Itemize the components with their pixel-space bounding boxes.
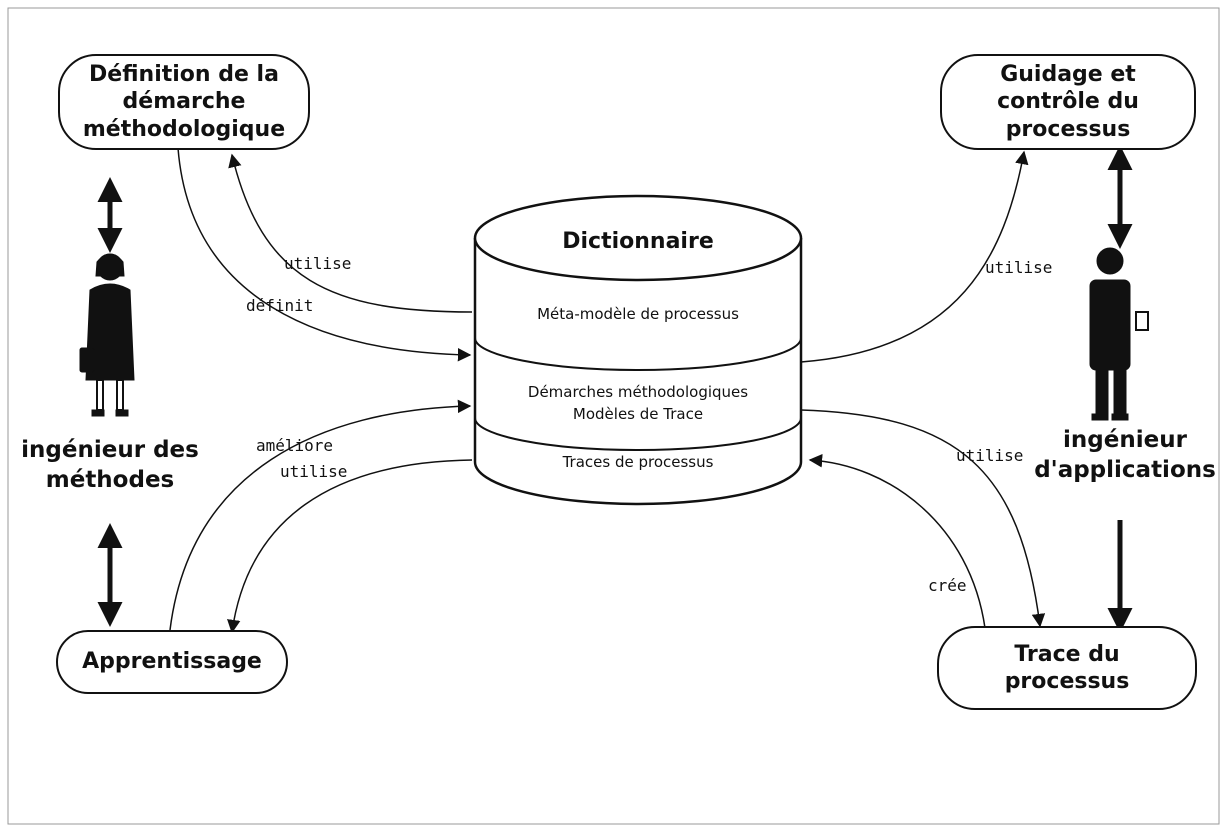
guidage-node-line: processus xyxy=(1005,116,1131,142)
definit-arrow xyxy=(177,147,472,362)
dictionary-title: Dictionnaire xyxy=(562,229,714,254)
dictionary-section-demarches-line: Démarches méthodologiques xyxy=(527,383,749,401)
utilise-meta-to-guidage-arrow xyxy=(800,150,1029,363)
dictionary-section-demarches-line: Modèles de Trace xyxy=(572,404,704,423)
utilise-traces-to-apprentissage-arrow xyxy=(227,459,473,634)
utilise-meta-to-definition-arrow xyxy=(228,153,473,313)
guidage-node: Guidage et contrôle du processus xyxy=(940,54,1196,150)
methods-engineer-label: ingénieur des méthodes xyxy=(10,436,210,496)
dictionary-section-traces: Traces de processus xyxy=(562,453,714,471)
ameliore-arrow xyxy=(169,399,472,631)
guidage-node-line: contrôle du xyxy=(997,89,1139,115)
methods-engineer-label-line: ingénieur des xyxy=(21,437,199,463)
edge-label-definit: définit xyxy=(246,296,314,315)
edge-label-utilise: utilise xyxy=(956,446,1024,465)
app-engineer-label: ingénieur d'applications xyxy=(1032,426,1218,486)
dictionary-cylinder xyxy=(473,194,803,506)
apprentissage-node: Apprentissage xyxy=(56,630,288,694)
trace-node-line: Trace du xyxy=(1014,641,1120,667)
dictionary-divider xyxy=(474,417,802,451)
app-engineer-figure xyxy=(1089,247,1149,421)
definition-node-line: méthodologique xyxy=(82,116,286,142)
edge-label-ameliore: améliore xyxy=(256,436,334,455)
edge-label-utilise: utilise xyxy=(284,254,352,273)
methods-engineer-figure xyxy=(79,253,135,417)
trace-node: Trace du processus xyxy=(937,626,1197,710)
definition-node-line: Définition de la xyxy=(89,61,279,87)
trace-node-line: processus xyxy=(1004,669,1130,694)
dictionary-divider xyxy=(474,337,802,371)
apprentissage-node-line: Apprentissage xyxy=(82,649,262,675)
methods-engineer-label-line: méthodes xyxy=(45,466,175,493)
dictionary-section-meta-model: Méta-modèle de processus xyxy=(537,305,739,323)
edge-label-cree: crée xyxy=(928,576,967,595)
diagram-frame xyxy=(7,7,1220,825)
dictionary-section-demarches: Démarches méthodologiques Modèles de Tra… xyxy=(480,382,796,426)
app-engineer-label-line: d'applications xyxy=(1034,456,1216,483)
cree-arrow xyxy=(808,454,986,629)
definition-node-line: démarche xyxy=(122,89,246,115)
definition-node: Définition de la démarche méthodologique xyxy=(58,54,310,150)
app-engineer-label-line: ingénieur xyxy=(1063,427,1187,453)
edge-label-utilise: utilise xyxy=(985,258,1053,277)
guidage-node-line: Guidage et xyxy=(1000,61,1136,87)
edge-label-utilise: utilise xyxy=(280,462,348,481)
utilise-demarches-to-trace-arrow xyxy=(800,409,1046,628)
